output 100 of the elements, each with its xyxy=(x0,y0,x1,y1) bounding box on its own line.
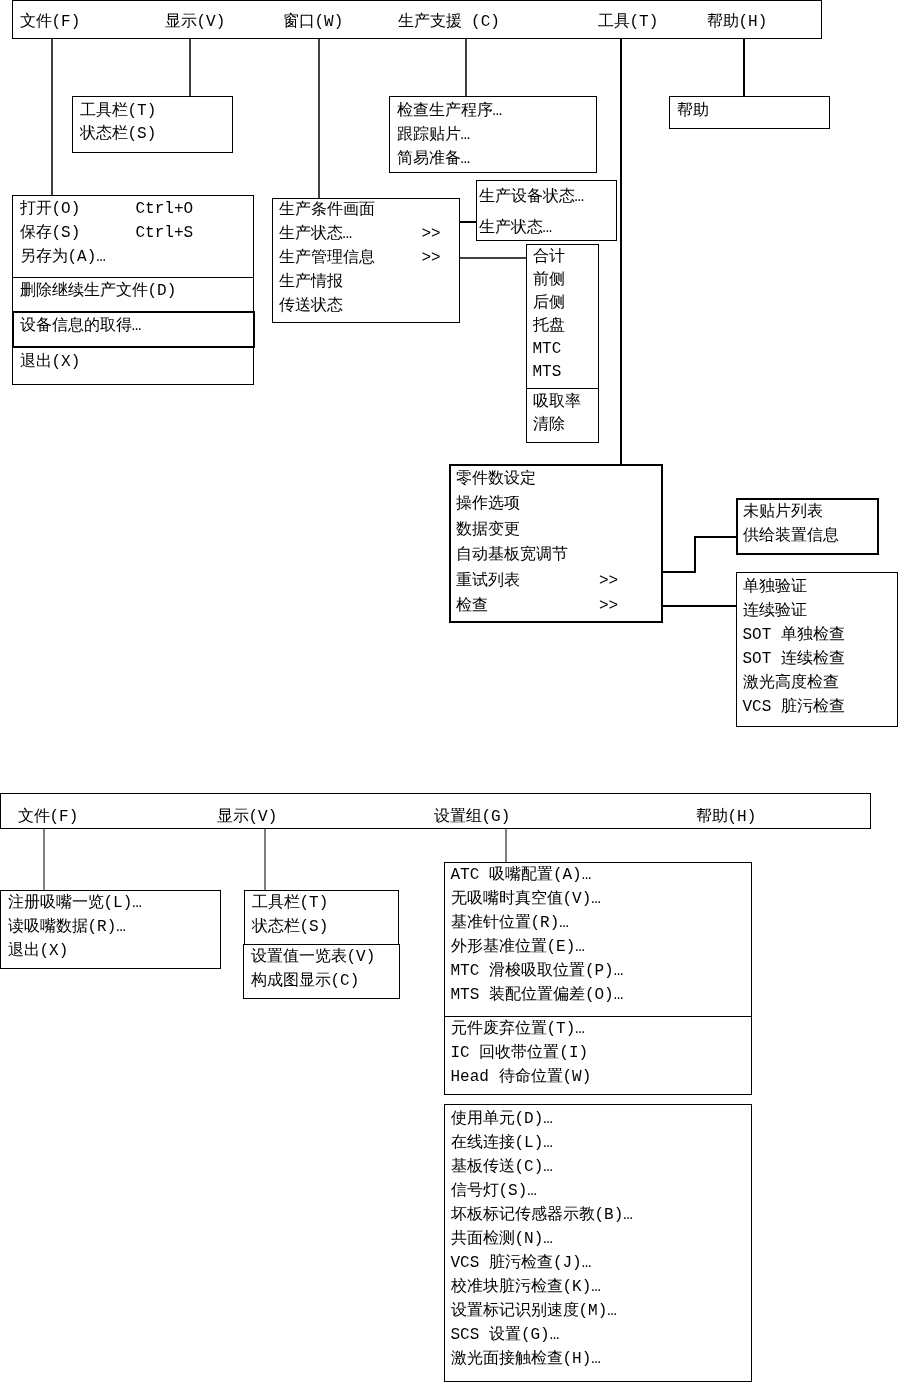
menu-item: 后侧 xyxy=(532,292,565,313)
menu-item: 合计 xyxy=(532,246,565,267)
menu-item: 基板传送(C)… xyxy=(450,1156,553,1177)
menu-title: 显示(V) xyxy=(216,806,278,827)
menu-item: MTS 装配位置偏差(O)… xyxy=(450,984,624,1005)
menu-item: 使用单元(D)… xyxy=(450,1108,553,1129)
menu-item: 生产状态… xyxy=(478,217,553,238)
menu-box xyxy=(244,890,399,945)
menu-box xyxy=(12,195,254,278)
menu-item: 元件废弃位置(T)… xyxy=(450,1018,585,1039)
menu-item: 工具栏(T) xyxy=(79,100,157,121)
submenu-indicator: >> xyxy=(599,596,619,616)
menu-item: 重试列表 xyxy=(456,570,520,591)
menu-item: 自动基板宽调节 xyxy=(456,545,568,566)
connector-line xyxy=(662,605,737,607)
connector-line xyxy=(459,221,477,223)
menu-item: 坏板标记传感器示教(B)… xyxy=(450,1204,633,1225)
menu-item: 简易准备… xyxy=(396,148,471,169)
menu-item: 生产管理信息 xyxy=(278,247,375,268)
submenu-indicator: >> xyxy=(421,223,441,244)
menu-item: 供给装置信息 xyxy=(743,526,839,546)
connector-line xyxy=(459,257,527,259)
menu-item: MTC xyxy=(532,338,562,359)
menu-item: 删除继续生产文件(D) xyxy=(19,280,177,301)
menu-item: 生产情报 xyxy=(278,271,343,292)
menu-box xyxy=(526,244,599,389)
menu-item: ATC 吸嘴配置(A)… xyxy=(450,864,592,885)
submenu-indicator: >> xyxy=(599,570,619,591)
menu-item: MTC 滑梭吸取位置(P)… xyxy=(450,960,624,981)
menu-item: 托盘 xyxy=(532,315,565,336)
menu-item: 操作选项 xyxy=(456,494,520,515)
menu-box xyxy=(476,180,617,241)
menu-item: 单独验证 xyxy=(742,576,807,597)
menu-box xyxy=(389,96,597,173)
menu-title: 帮助(H) xyxy=(706,11,768,32)
menu-item: 清除 xyxy=(532,414,565,435)
menu-item: IC 回收带位置(I) xyxy=(450,1042,589,1063)
menu-item: 生产设备状态… xyxy=(478,186,585,207)
menu-box xyxy=(12,277,254,312)
menu-item: 外形基准位置(E)… xyxy=(450,936,585,957)
menu-item: 读吸嘴数据(R)… xyxy=(7,916,126,937)
menu-item: 在线连接(L)… xyxy=(450,1132,553,1153)
menu-item: VCS 脏污检查(J)… xyxy=(450,1252,592,1273)
menu-box xyxy=(444,1016,752,1095)
menu-box xyxy=(444,1104,752,1382)
submenu-indicator: >> xyxy=(421,247,441,268)
menu-item: 前侧 xyxy=(532,269,565,290)
menu-title: 帮助(H) xyxy=(695,806,757,827)
menu-title: 生产支援 (C) xyxy=(397,11,500,32)
menu-title: 显示(V) xyxy=(164,11,226,32)
menu-item: 零件数设定 xyxy=(456,469,536,489)
menu-item: 检查 xyxy=(456,596,488,616)
menu-box xyxy=(669,96,830,129)
menu-item: 共面检测(N)… xyxy=(450,1228,553,1249)
menu-bar xyxy=(0,793,871,829)
menu-item: 设置标记识别速度(M)… xyxy=(450,1300,617,1321)
menu-box xyxy=(12,347,254,385)
menu-item: 设备信息的取得… xyxy=(19,315,142,336)
menu-item: 无吸嘴时真空值(V)… xyxy=(450,888,601,909)
menu-item: 激光面接触检查(H)… xyxy=(450,1348,601,1369)
menu-item: 保存(S) xyxy=(19,222,81,243)
menu-item: 校准块脏污检查(K)… xyxy=(450,1276,601,1297)
menu-item: 未贴片列表 xyxy=(743,502,823,522)
menu-item: SOT 连续检查 xyxy=(742,648,845,669)
menu-box xyxy=(736,572,898,727)
menu-item: 检查生产程序… xyxy=(396,100,503,121)
shortcut-key: Ctrl+S xyxy=(135,222,194,243)
menu-item: Head 待命位置(W) xyxy=(450,1066,592,1087)
menu-box xyxy=(526,388,599,443)
menu-item: SOT 单独检查 xyxy=(742,624,845,645)
menu-title: 窗口(W) xyxy=(282,11,344,32)
menu-title: 工具(T) xyxy=(597,11,659,32)
menu-box xyxy=(12,311,255,348)
menu-item: 工具栏(T) xyxy=(251,892,329,913)
menu-box xyxy=(444,862,752,1017)
menu-item: 基准针位置(R)… xyxy=(450,912,569,933)
menu-box xyxy=(449,464,663,623)
menu-item: 激光高度检查 xyxy=(742,672,839,693)
menu-item: MTS xyxy=(532,361,562,382)
menu-title: 设置组(G) xyxy=(433,806,511,827)
menu-item: 跟踪贴片… xyxy=(396,124,471,145)
menu-title: 文件(F) xyxy=(17,806,79,827)
menu-item: VCS 脏污检查 xyxy=(742,696,845,717)
menu-item: 生产状态… xyxy=(278,223,353,244)
menu-item: 生产条件画面 xyxy=(278,199,375,220)
menu-item: 打开(O) xyxy=(19,198,81,219)
menu-box xyxy=(272,198,460,323)
menu-item: 信号灯(S)… xyxy=(450,1180,537,1201)
menu-item: 吸取率 xyxy=(532,391,581,412)
menu-box xyxy=(0,890,221,969)
menu-item: 另存为(A)… xyxy=(19,246,106,267)
menu-box xyxy=(736,498,879,555)
menu-item: 状态栏(S) xyxy=(79,123,157,144)
menu-bar xyxy=(12,0,822,39)
menu-title: 文件(F) xyxy=(19,11,81,32)
menu-item: 状态栏(S) xyxy=(251,916,329,937)
menu-box xyxy=(243,944,400,999)
menu-item: SCS 设置(G)… xyxy=(450,1324,560,1345)
menu-item: 退出(X) xyxy=(19,351,81,372)
menu-item: 构成图显示(C) xyxy=(250,970,360,991)
